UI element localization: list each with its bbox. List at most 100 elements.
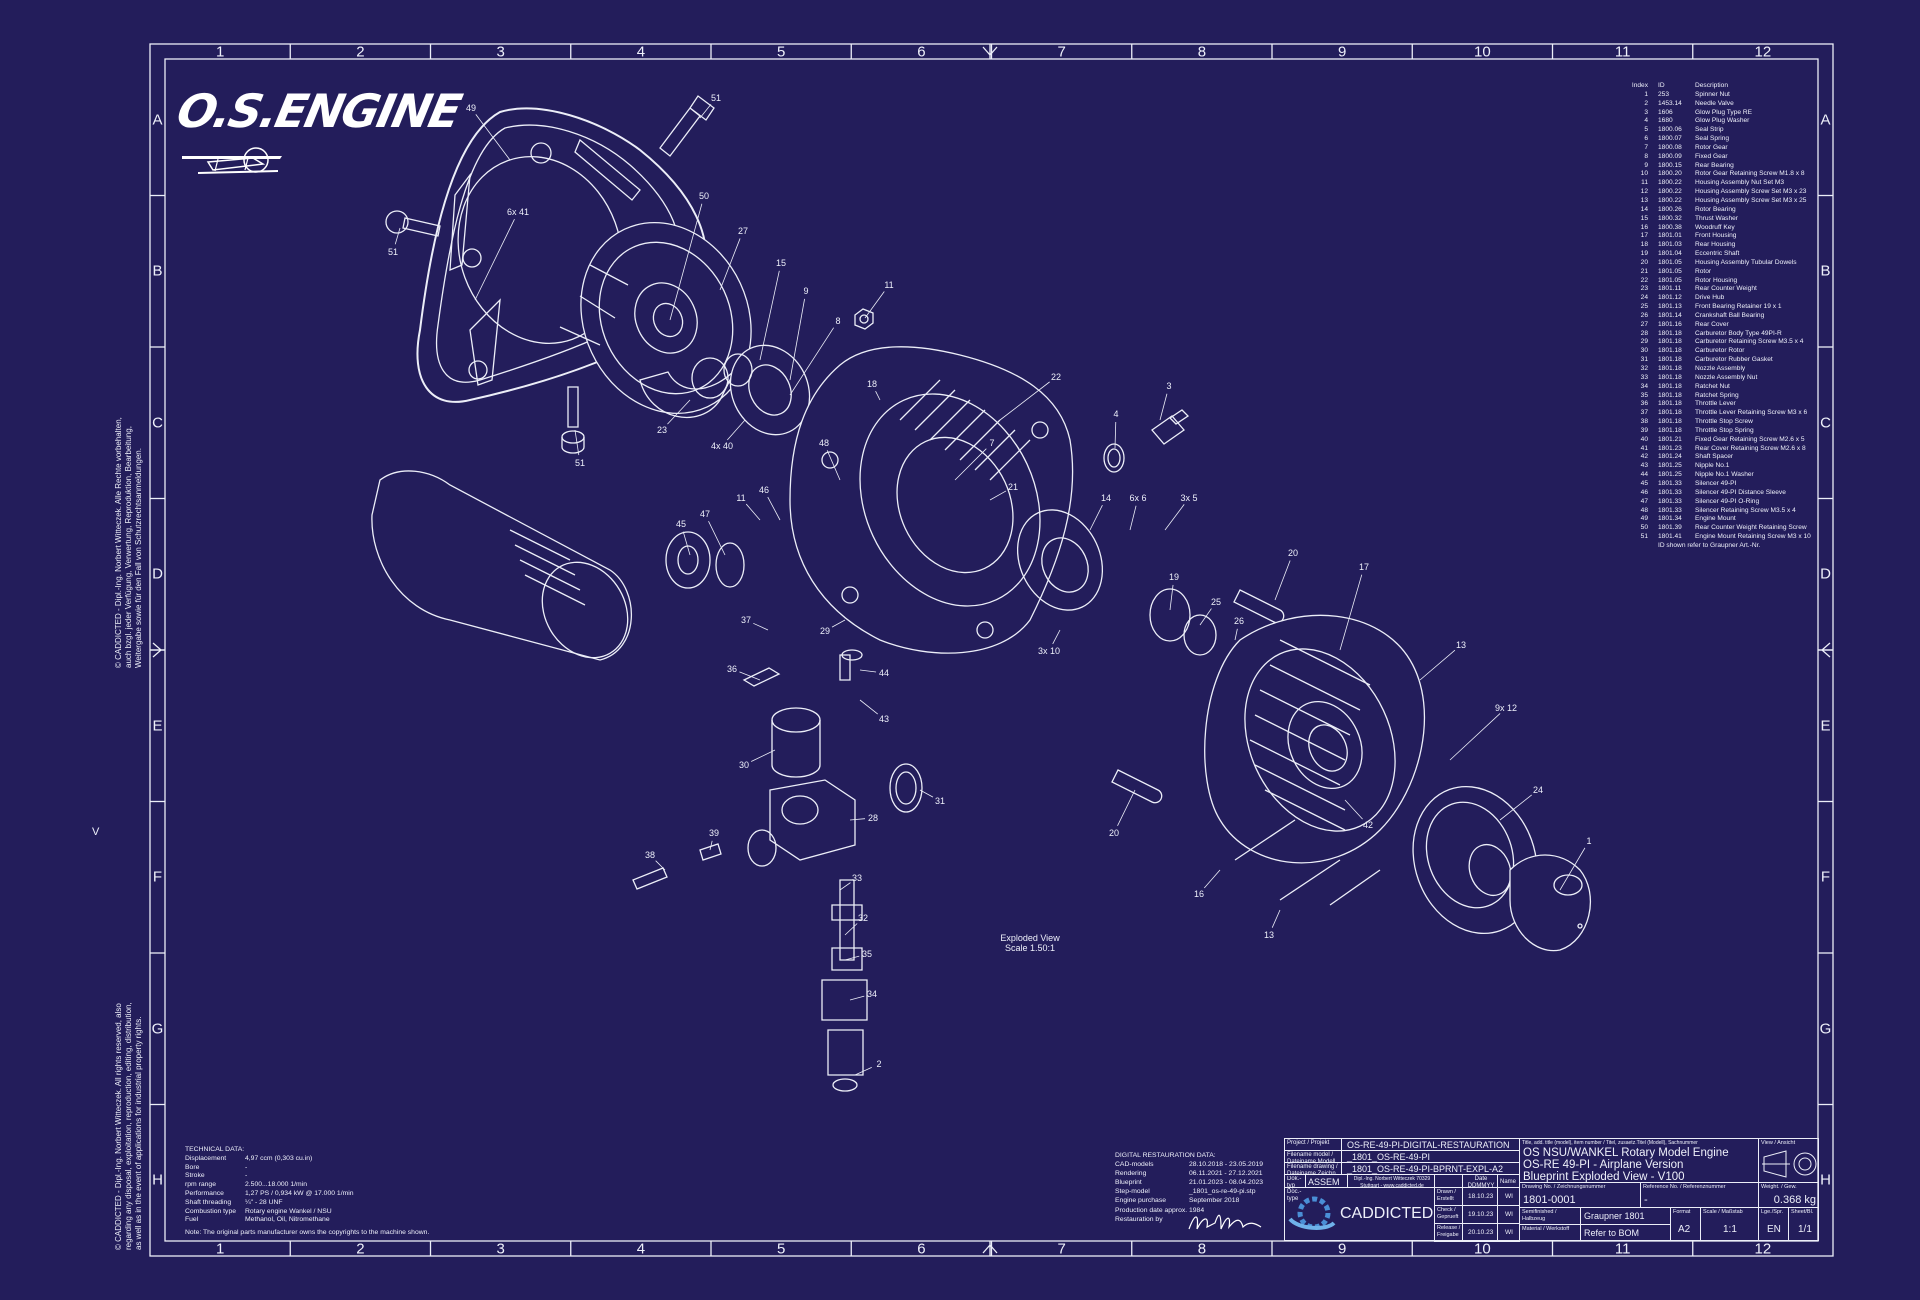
part-description: Seal Strip [1695, 126, 1724, 134]
part-id: 1800.22 [1658, 196, 1682, 204]
part-id: 1801.18 [1658, 356, 1682, 364]
callout-leader [839, 882, 851, 891]
material-value: Refer to BOM [1584, 1228, 1640, 1238]
parts-list-header: Index ID Description [1628, 82, 1811, 91]
column-label: 6 [917, 43, 926, 60]
language-label: Lge./Spr. [1761, 1209, 1784, 1215]
part-index: 37 [1640, 409, 1648, 417]
part-callout: 18 [866, 379, 878, 389]
scale-value: 1:1 [1723, 1224, 1737, 1235]
column-label: 3 [496, 1240, 505, 1257]
column-label: 8 [1197, 1240, 1207, 1257]
part-index: 20 [1640, 258, 1648, 266]
part-callout: 28 [867, 813, 879, 823]
column-label: 2 [356, 43, 365, 60]
view-caption: Exploded View Scale 1.50:1 [1000, 933, 1060, 953]
callout-leader [1199, 608, 1212, 626]
part-description: Engine Mount [1695, 515, 1736, 523]
restoration-value: 06.11.2021 - 27.12.2021 [1189, 1170, 1263, 1178]
part-id: 1800.06 [1658, 126, 1682, 134]
callout-leader [789, 298, 805, 381]
part-id: 1800.15 [1658, 161, 1682, 169]
part-description: Throttle Stop Screw [1695, 418, 1753, 426]
part-callout: 51 [710, 93, 722, 103]
title-label: Title, add. title (model), item number /… [1522, 1140, 1698, 1146]
callout-leader [989, 490, 1007, 501]
callout-leader [1089, 504, 1103, 531]
technical-data-note: Note: The original parts manufacturer ow… [185, 1229, 430, 1237]
part-index: 51 [1640, 533, 1648, 541]
format-value: A2 [1678, 1224, 1691, 1235]
part-description: Silencer 49-PI Distance Sleeve [1695, 488, 1786, 496]
part-id: 1801.25 [1658, 462, 1682, 470]
part-callout: 24 [1532, 785, 1544, 795]
copyright-line: regarding any disposal, exploitation, re… [124, 1002, 133, 1250]
part-id: 1801.04 [1658, 250, 1682, 258]
part-description: Rear Counter Weight Retaining Screw [1695, 524, 1807, 532]
sheet-value: 1/1 [1798, 1224, 1812, 1235]
callout-leader [859, 699, 878, 715]
row-label: F [1820, 868, 1831, 886]
row-label: H [152, 1171, 163, 1189]
part-index: 47 [1640, 497, 1648, 505]
part-index: 10 [1640, 170, 1648, 178]
part-callout: 1 [1586, 836, 1592, 846]
tech-value: - [245, 1163, 248, 1171]
callout-leader [789, 327, 834, 396]
name-header: Name [1500, 1179, 1517, 1185]
part-description: Front Housing [1695, 232, 1737, 240]
part-callout: 34 [866, 989, 878, 999]
silencer [371, 470, 745, 661]
callout-leader [1129, 505, 1137, 531]
restoration-data-row: Restauration by [1115, 1215, 1263, 1224]
part-index: 26 [1640, 311, 1648, 319]
restoration-value: 21.01.2023 - 08.04.2023 [1189, 1179, 1264, 1187]
part-callout: 39 [708, 828, 720, 838]
part-id: 1800.09 [1658, 152, 1682, 160]
copyright-german: © CADDICTED - Dipl.-Ing. Norbert Wittecz… [114, 417, 144, 668]
column-label: 12 [1754, 1240, 1772, 1257]
part-description: Shaft Spacer [1695, 453, 1734, 461]
copyright-line: © CADDICTED - Dipl.-Ing. Norbert Wittecz… [114, 417, 123, 668]
column-label: 9 [1337, 1240, 1347, 1257]
part-id: 1800.22 [1658, 188, 1682, 196]
restoration-key: Production date approx. [1115, 1206, 1188, 1214]
column-label: 1 [215, 43, 225, 60]
callout-leader [1117, 789, 1136, 826]
part-description: Needle Valve [1695, 99, 1734, 107]
project-label: Project / Projekt [1287, 1140, 1330, 1146]
part-callout: 4x 40 [710, 441, 734, 451]
part-description: Housing Assembly Nut Set M3 [1695, 179, 1785, 187]
part-index: 28 [1640, 329, 1648, 337]
restoration-key: CAD-models [1115, 1161, 1154, 1169]
part-description: Crankshaft Ball Bearing [1695, 311, 1765, 319]
company-address: Dipl.-Ing. Norbert Witteczek 70329 Stutt… [1353, 1176, 1431, 1189]
column-label: 4 [636, 43, 646, 60]
part-id: 253 [1658, 90, 1670, 98]
part-index: 23 [1640, 285, 1648, 293]
part-index: 50 [1640, 524, 1648, 532]
part-callout: 23 [656, 425, 668, 435]
part-id: 1801.18 [1658, 373, 1682, 381]
title-line-3: Blueprint Exploded View - V100 [1523, 1171, 1685, 1183]
part-index: 19 [1640, 250, 1648, 258]
part-index: 3 [1644, 108, 1648, 116]
tech-value: 4,97 ccm (0,303 cu.in) [245, 1154, 313, 1162]
restoration-data-row: Step-model_1801_os-re-49-pi.stp [1115, 1187, 1263, 1196]
callout-leader [854, 1066, 872, 1076]
part-callout: 36 [726, 664, 738, 674]
